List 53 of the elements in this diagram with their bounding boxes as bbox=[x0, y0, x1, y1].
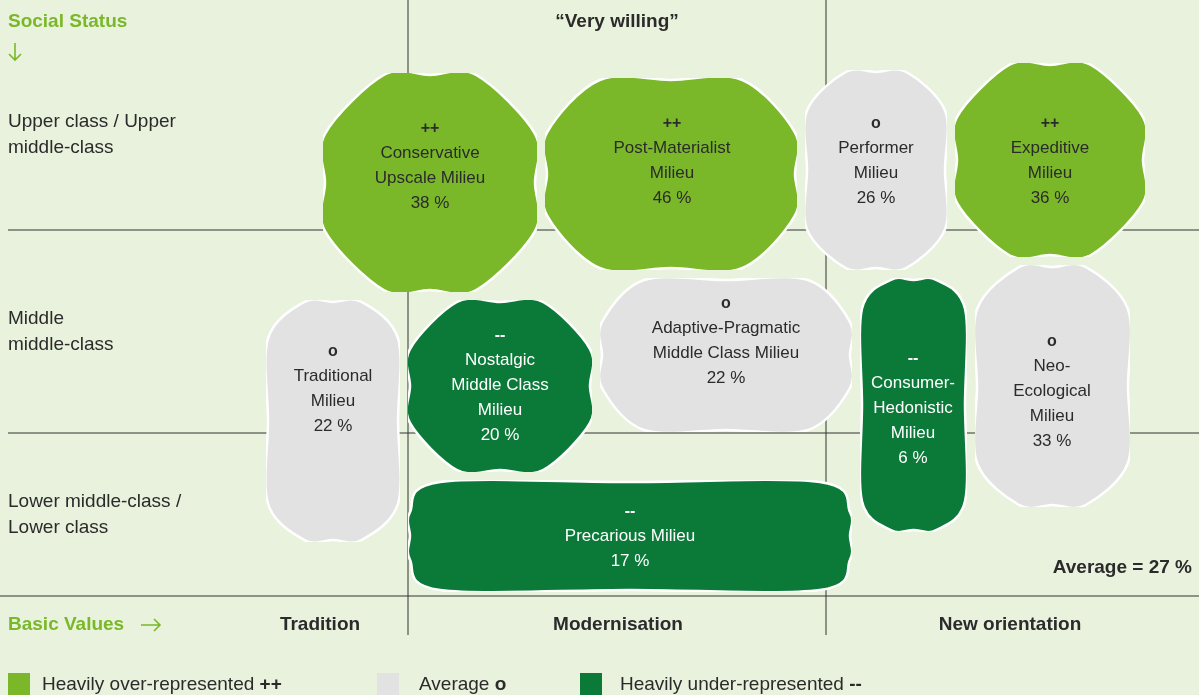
percentage: 22 % bbox=[705, 367, 747, 389]
milieu-blob bbox=[408, 300, 592, 472]
milieu-name: Neo-Ecological Milieu bbox=[1012, 355, 1092, 427]
rating-symbol: ++ bbox=[1039, 113, 1061, 133]
percentage: 33 % bbox=[1031, 430, 1073, 452]
rating-symbol: -- bbox=[493, 325, 507, 345]
legend-label: Heavily over-represented ++ bbox=[42, 673, 282, 695]
milieu-blob bbox=[805, 70, 947, 270]
percentage: 20 % bbox=[479, 424, 521, 446]
percentage: 6 % bbox=[897, 447, 929, 469]
percentage: 46 % bbox=[651, 187, 693, 209]
average-note: Average = 27 % bbox=[1052, 555, 1192, 579]
milieu-blob bbox=[408, 480, 852, 592]
milieu-blob bbox=[955, 63, 1145, 257]
rating-symbol: -- bbox=[906, 348, 920, 368]
row-label: Lower middle-class / Lower class bbox=[8, 489, 183, 539]
percentage: 26 % bbox=[855, 187, 897, 209]
milieu-name: Traditional Milieu bbox=[292, 365, 374, 412]
milieu-name: Nostalgic Middle Class Milieu bbox=[450, 349, 550, 421]
milieu-blob bbox=[545, 78, 797, 270]
percentage: 36 % bbox=[1029, 187, 1071, 209]
column-label: New orientation bbox=[937, 612, 1083, 636]
column-heading: “Very willing” bbox=[554, 9, 680, 33]
legend-label: Average o bbox=[419, 673, 507, 695]
milieu-name: Post-Materialist Milieu bbox=[612, 137, 732, 184]
milieu-blob bbox=[600, 278, 852, 432]
milieu-name: Consumer-Hedonistic Milieu bbox=[869, 372, 957, 444]
axis-title: Basic Values bbox=[8, 612, 125, 636]
percentage: 38 % bbox=[409, 192, 451, 214]
rating-symbol: o bbox=[720, 293, 732, 313]
milieu-name: Performer Milieu bbox=[837, 137, 915, 184]
rating-symbol: o bbox=[870, 113, 882, 133]
milieu-name: Conservative Upscale Milieu bbox=[374, 142, 486, 189]
percentage: 22 % bbox=[312, 415, 354, 437]
rating-symbol: ++ bbox=[661, 113, 683, 133]
rating-symbol: ++ bbox=[419, 118, 441, 138]
milieu-blob bbox=[323, 73, 537, 292]
row-label: Upper class / Upper middle-class bbox=[8, 109, 177, 159]
row-label: Middle middle-class bbox=[8, 306, 115, 356]
column-label: Modernisation bbox=[552, 612, 684, 636]
percentage: 17 % bbox=[609, 550, 651, 572]
rating-symbol: o bbox=[327, 341, 339, 361]
milieu-name: Precarious Milieu bbox=[563, 525, 697, 547]
milieu-blob bbox=[266, 300, 400, 542]
milieu-blob bbox=[975, 265, 1130, 507]
milieu-name: Expeditive Milieu bbox=[1009, 137, 1091, 184]
legend-label: Heavily under-represented -- bbox=[620, 673, 862, 695]
rating-symbol: -- bbox=[623, 501, 637, 521]
column-label: Tradition bbox=[278, 612, 362, 636]
milieu-blob bbox=[860, 278, 967, 532]
rating-symbol: o bbox=[1046, 331, 1058, 351]
axis-title: Social Status bbox=[8, 9, 128, 33]
milieu-name: Adaptive-Pragmatic Middle Class Milieu bbox=[650, 317, 802, 364]
